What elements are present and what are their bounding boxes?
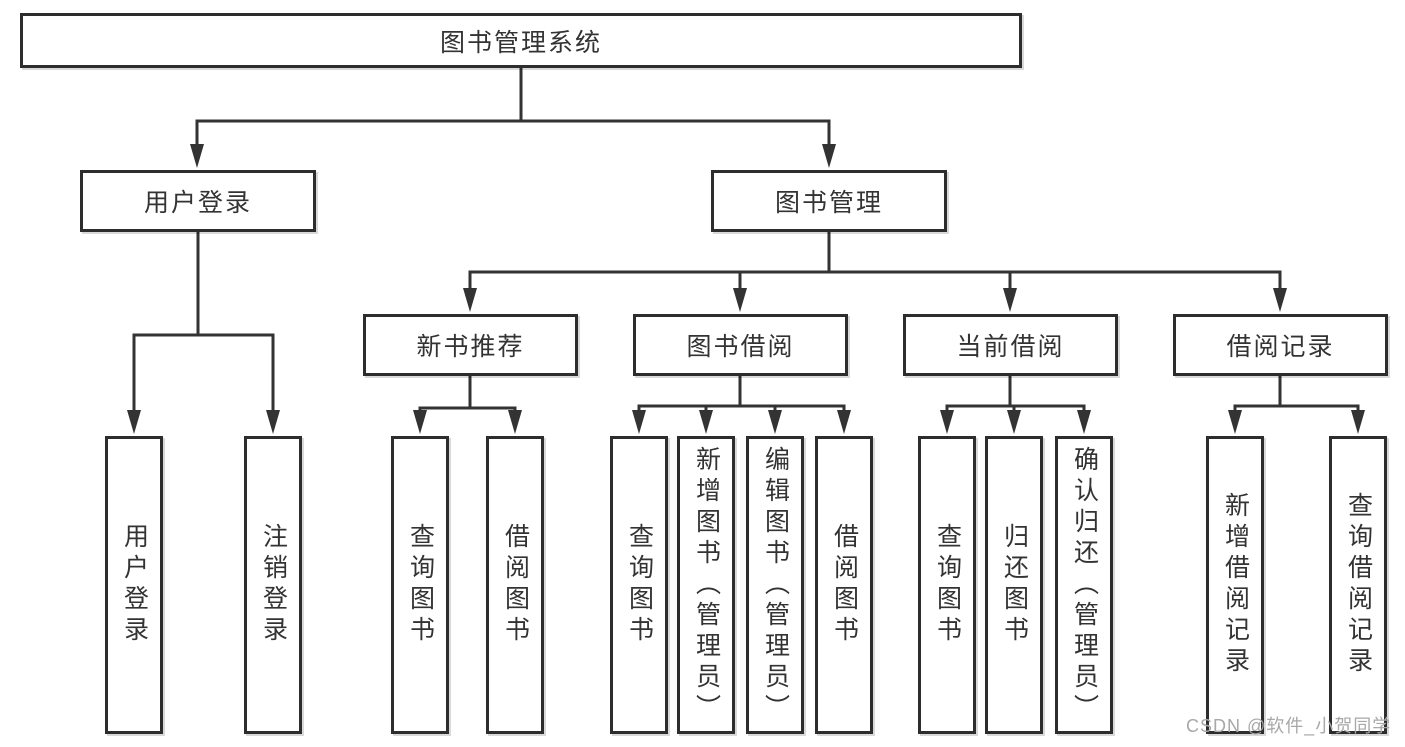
leaf-label: 用户登录 [120, 523, 149, 647]
leaf-logout: 注销登录 [244, 436, 302, 734]
leaf-bb-edit-books-admin: 编辑图书（管理员） [746, 436, 804, 734]
node-label: 当前借阅 [956, 333, 1065, 361]
leaf-cb-confirm-return-admin: 确认归还（管理员） [1055, 436, 1113, 734]
leaf-bb-query-books: 查询图书 [610, 436, 668, 734]
node-book-borrowing: 图书借阅 [633, 314, 848, 376]
leaf-label: 查询图书 [406, 523, 435, 647]
leaf-nbr-borrow-books: 借阅图书 [486, 436, 544, 734]
leaf-label: 查询图书 [625, 523, 654, 647]
node-label: 新书推荐 [416, 333, 525, 361]
node-label: 图书管理系统 [439, 28, 602, 57]
leaf-label: 确认归还（管理员） [1070, 445, 1099, 725]
node-book-management: 图书管理 [711, 170, 947, 232]
csdn-watermark: CSDN @软件_小贺同学 [1186, 716, 1392, 736]
leaf-br-add-record: 新增借阅记录 [1206, 436, 1264, 734]
node-label: 图书借阅 [686, 333, 795, 361]
leaf-label: 新增借阅记录 [1221, 492, 1250, 678]
node-library-system: 图书管理系统 [20, 13, 1022, 68]
leaf-cb-query-books: 查询图书 [918, 436, 976, 734]
node-borrowing-records: 借阅记录 [1173, 314, 1388, 376]
node-new-book-recommend: 新书推荐 [363, 314, 578, 376]
leaf-nbr-query-books: 查询图书 [391, 436, 449, 734]
leaf-label: 借阅图书 [501, 523, 530, 647]
leaf-label: 查询借阅记录 [1344, 492, 1373, 678]
leaf-bb-borrow-books: 借阅图书 [815, 436, 873, 734]
leaf-label: 查询图书 [933, 523, 962, 647]
leaf-cb-return-books: 归还图书 [985, 436, 1043, 734]
leaf-bb-add-books-admin: 新增图书（管理员） [677, 436, 735, 734]
leaf-label: 新增图书（管理员） [692, 445, 721, 725]
arrowheads [127, 144, 1365, 434]
leaf-label: 借阅图书 [830, 523, 859, 647]
node-label: 借阅记录 [1226, 333, 1335, 361]
node-label: 图书管理 [774, 189, 883, 217]
leaf-br-query-record: 查询借阅记录 [1329, 436, 1387, 734]
leaf-label: 注销登录 [259, 523, 288, 647]
node-label: 用户登录 [143, 189, 252, 217]
leaf-label: 编辑图书（管理员） [761, 445, 790, 725]
node-user-login: 用户登录 [80, 170, 316, 232]
leaf-label: 归还图书 [1000, 523, 1029, 647]
leaf-user-login: 用户登录 [105, 436, 163, 734]
node-current-borrowing: 当前借阅 [903, 314, 1118, 376]
